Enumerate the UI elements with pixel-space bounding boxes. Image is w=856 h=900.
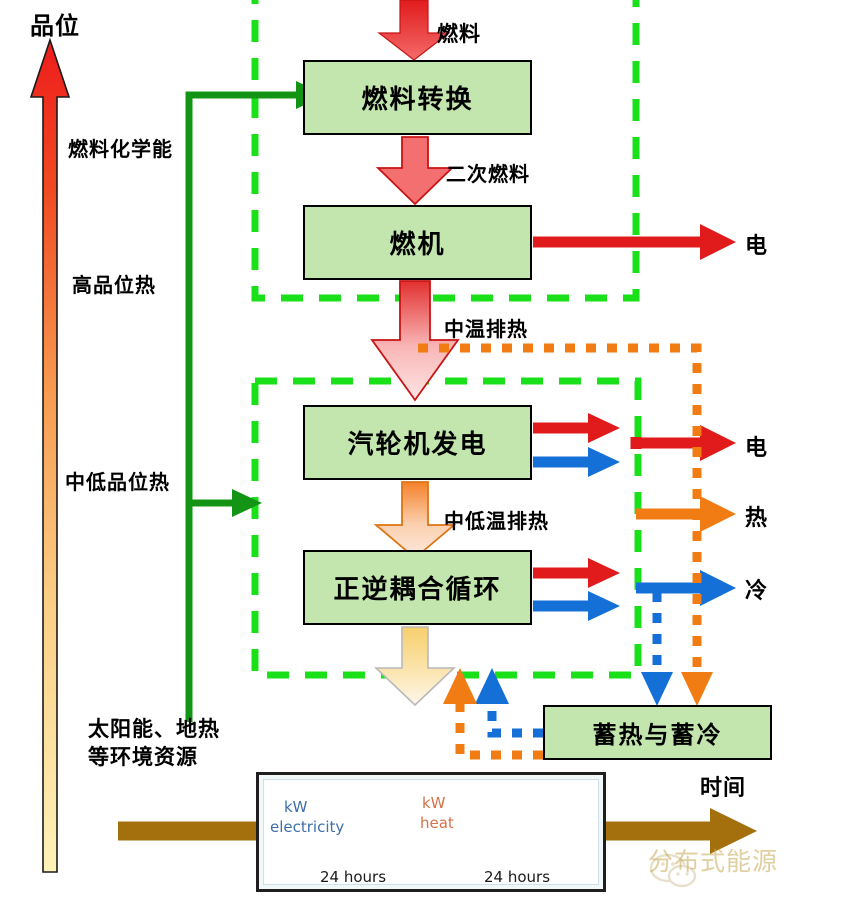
heat-series-label: heat bbox=[420, 814, 454, 832]
environmental-resource-line-2: 等环境资源 bbox=[88, 745, 198, 770]
orange-dotted-storage-return-line bbox=[443, 668, 543, 760]
quality-label-medium-low-grade-heat: 中低品位热 bbox=[65, 470, 170, 494]
watermark-text: 分布式能源 bbox=[648, 847, 779, 876]
output-label-heat: 热 bbox=[745, 506, 769, 531]
watermark: 分布式能源 bbox=[648, 842, 778, 878]
heat-output-arrow bbox=[636, 496, 736, 532]
time-axis-label: 时间 bbox=[700, 776, 747, 801]
load-profile-panel: kW electricity 24 hours kW heat 24 hours bbox=[256, 772, 606, 892]
low-grade-outflow-arrow bbox=[373, 626, 457, 707]
flow-label-medium-temp-waste-heat: 中温排热 bbox=[444, 317, 528, 341]
cold-output-arrow bbox=[636, 570, 736, 606]
electricity-series-label: electricity bbox=[270, 818, 345, 836]
electricity-x-axis-label: 24 hours bbox=[320, 868, 387, 886]
secondary-fuel-arrow bbox=[375, 136, 455, 206]
load-profile-panel-inner: kW electricity 24 hours kW heat 24 hours bbox=[263, 779, 599, 886]
medium-low-temp-waste-heat-arrow bbox=[373, 481, 457, 560]
environmental-resource-label: 太阳能、地热 等环境资源 bbox=[88, 715, 253, 772]
fuel-input-arrow bbox=[377, 0, 451, 61]
medium-temp-waste-heat-arrow bbox=[370, 280, 460, 402]
flow-label-secondary-fuel: 二次燃料 bbox=[446, 162, 530, 186]
process-box-heat-cold-storage[interactable]: 蓄热与蓄冷 bbox=[543, 705, 772, 760]
process-box-label: 汽轮机发电 bbox=[347, 430, 488, 460]
output-label-electricity-mid: 电 bbox=[745, 436, 769, 461]
process-box-label: 燃料转换 bbox=[361, 85, 474, 115]
process-box-forward-reverse-coupled-cycle[interactable]: 正逆耦合循环 bbox=[303, 550, 532, 625]
electricity-output-arrow-top bbox=[533, 224, 736, 260]
heat-x-axis-label: 24 hours bbox=[484, 868, 551, 886]
blue-dotted-storage-return-line bbox=[475, 668, 543, 738]
quality-axis-title: 品位 bbox=[30, 12, 80, 40]
process-box-label: 正逆耦合循环 bbox=[333, 575, 502, 605]
dashed-boundary-top-subsystem bbox=[251, 0, 640, 302]
environmental-resource-line-1: 太阳能、地热 bbox=[88, 717, 220, 741]
output-label-cold: 冷 bbox=[745, 579, 769, 604]
blue-dotted-cold-storage-line bbox=[641, 592, 673, 706]
quality-label-fuel-chemical-energy: 燃料化学能 bbox=[68, 137, 173, 161]
process-box-fuel-conversion[interactable]: 燃料转换 bbox=[303, 60, 532, 135]
process-box-gas-turbine[interactable]: 燃机 bbox=[303, 205, 532, 280]
quality-label-high-grade-heat: 高品位热 bbox=[72, 273, 156, 297]
process-box-label: 燃机 bbox=[389, 230, 446, 260]
dashed-boundary-bottom-subsystem bbox=[251, 377, 642, 679]
flow-label-fuel: 燃料 bbox=[437, 22, 481, 46]
orange-dotted-heat-recovery-line bbox=[418, 343, 713, 706]
wechat-icon bbox=[649, 853, 697, 888]
steam-turbine-output-arrows bbox=[533, 413, 620, 477]
coupled-cycle-output-arrows bbox=[533, 558, 620, 621]
heat-unit-label: kW bbox=[422, 794, 446, 812]
process-box-label: 蓄热与蓄冷 bbox=[592, 721, 723, 749]
flow-label-medium-low-temp-waste-heat: 中低温排热 bbox=[444, 509, 549, 533]
quality-gradient-arrow bbox=[29, 37, 71, 873]
electricity-unit-label: kW bbox=[284, 798, 308, 816]
electricity-output-arrow-mid bbox=[630, 425, 736, 461]
output-label-electricity-top: 电 bbox=[745, 234, 769, 259]
process-box-steam-turbine-power[interactable]: 汽轮机发电 bbox=[303, 405, 532, 480]
